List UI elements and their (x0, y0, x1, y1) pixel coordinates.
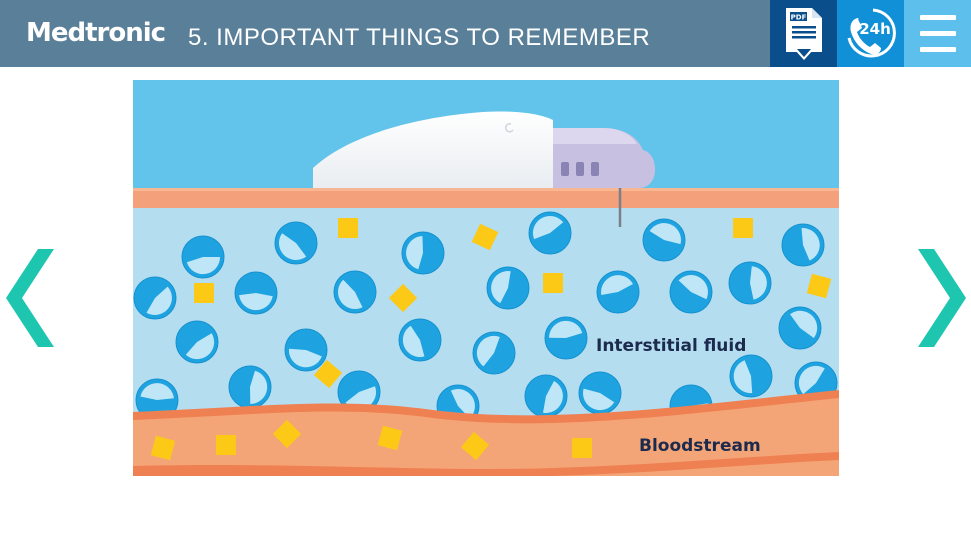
blood-cell (228, 365, 272, 409)
blood-cell (669, 270, 713, 314)
glucose-molecule (313, 359, 343, 389)
skin-surface (133, 188, 839, 208)
pdf-download-icon: PDF (786, 8, 822, 60)
glucose-molecule (194, 283, 214, 303)
blood-cell (528, 211, 572, 255)
medtronic-logo: Medtronic (26, 18, 166, 48)
next-slide-button[interactable] (912, 243, 971, 353)
glucose-molecule (216, 435, 236, 455)
blood-cell (274, 221, 318, 265)
blood-cell (133, 276, 177, 320)
menu-button[interactable] (904, 0, 971, 67)
blood-vessel (133, 398, 839, 476)
blood-cell (175, 320, 219, 364)
blood-cell (596, 270, 640, 314)
blood-cell (333, 270, 377, 314)
glucose-molecule (150, 435, 176, 461)
blood-cell (181, 235, 225, 279)
glucose-molecule (377, 425, 403, 451)
interstitial-fluid-label: Interstitial fluid (596, 336, 746, 356)
blood-cell (486, 266, 530, 310)
24h-support-icon: 24h (847, 8, 896, 58)
glucose-molecule (733, 218, 753, 238)
sensor-body (313, 111, 553, 188)
bloodstream-label: Bloodstream (639, 436, 761, 456)
blood-cell (234, 271, 278, 315)
glucose-sensor-diagram: Interstitial fluid Bloodstream (133, 80, 839, 476)
blood-cell (544, 316, 588, 360)
24h-label: 24h (859, 20, 891, 38)
glucose-molecule (543, 273, 563, 293)
chevron-left-icon (6, 249, 54, 347)
blood-cell (524, 374, 568, 418)
cgm-sensor (313, 111, 655, 227)
blood-cell (284, 328, 328, 372)
blood-cell (578, 371, 622, 415)
chevron-right-icon (918, 249, 966, 347)
glucose-molecule (471, 223, 499, 251)
blood-cell (642, 218, 686, 262)
blood-cell (401, 231, 445, 275)
blood-cell (337, 370, 381, 414)
blood-cell (778, 306, 822, 350)
sensor-illustration: Interstitial fluid Bloodstream (133, 80, 839, 476)
blood-cell (781, 223, 825, 267)
blood-cell (398, 318, 442, 362)
skin-highlight (133, 188, 839, 191)
pdf-download-button[interactable]: PDF (770, 0, 837, 67)
pdf-label: PDF (791, 14, 807, 22)
glucose-molecule (572, 438, 592, 458)
blood-cell (472, 331, 516, 375)
glucose-molecule (806, 273, 832, 299)
blood-cell (728, 261, 772, 305)
blood-cell (729, 354, 773, 398)
support-24h-button[interactable]: 24h (837, 0, 904, 67)
blood-vessel-inner-wall (133, 452, 839, 476)
page-title: 5. IMPORTANT THINGS TO REMEMBER (188, 24, 651, 51)
previous-slide-button[interactable] (0, 243, 60, 353)
glucose-molecule (338, 218, 358, 238)
app-header: Medtronic 5. IMPORTANT THINGS TO REMEMBE… (0, 0, 971, 67)
hamburger-menu-icon (920, 15, 956, 52)
glucose-molecule (460, 431, 490, 461)
